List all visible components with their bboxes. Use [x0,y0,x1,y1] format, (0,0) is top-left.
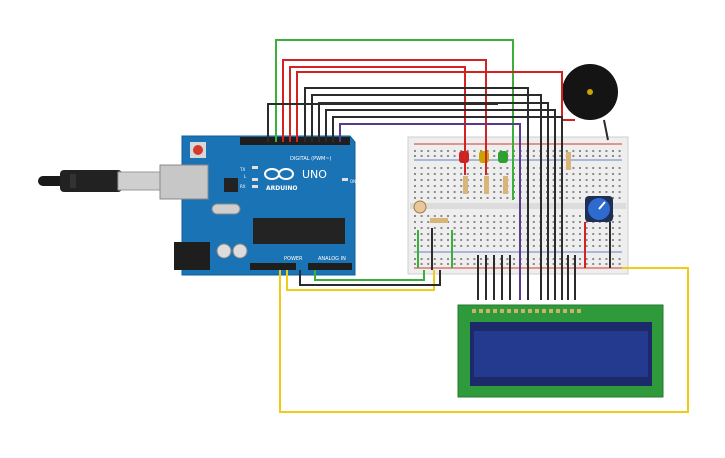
lcd-16x2 [457,304,664,398]
arduino-model-label: UNO [302,168,327,181]
tx-label: TX [239,167,245,172]
resistor [430,152,571,223]
arduino-logo-icon [264,168,294,180]
wires [267,39,689,413]
power-label: POWER [284,256,303,262]
lcd-pin-header [472,309,581,313]
arduino-brand-label: ARDUINO [266,185,297,192]
reset-button[interactable] [193,145,203,155]
analog-in-label: ANALOG IN [318,256,346,262]
on-label: ON [350,179,356,184]
arduino-uno-board: ARDUINO UNO DIGITAL (PWM~) POWER ANALOG … [159,135,356,276]
usb-cable [38,170,161,192]
photoresistor [413,200,427,214]
potentiometer[interactable] [585,196,613,222]
l-label: L [244,174,247,179]
rx-label: RX [240,184,246,189]
green-led [498,151,508,163]
yellow-led [479,151,489,163]
digital-label: DIGITAL (PWM~) [290,156,332,162]
piezo-buzzer [562,64,618,120]
